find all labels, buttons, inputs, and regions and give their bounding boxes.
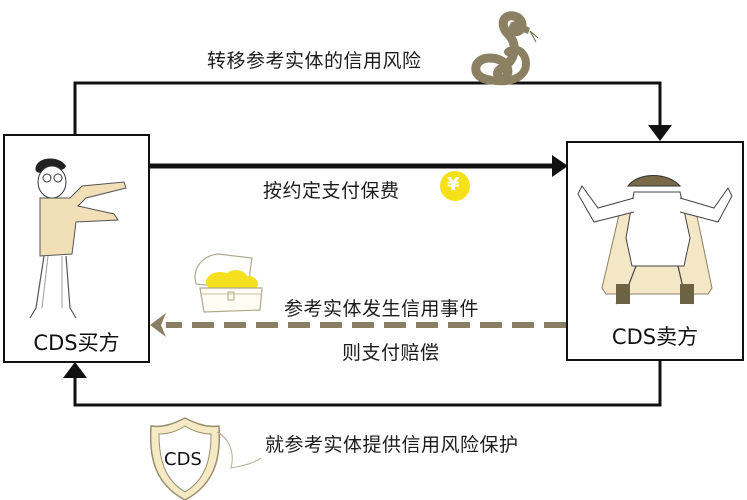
snake-icon bbox=[471, 11, 539, 86]
treasure-chest-icon bbox=[194, 253, 263, 313]
shield-text: CDS bbox=[164, 449, 202, 470]
seller-label: CDS卖方 bbox=[611, 325, 699, 349]
protection-label: 就参考实体提供信用风险保护 bbox=[265, 434, 519, 456]
seller-illustration bbox=[577, 175, 733, 305]
premium-arrow bbox=[148, 155, 568, 177]
compensation-label-line2: 则支付赔偿 bbox=[342, 342, 440, 364]
buyer-node: CDS买方 bbox=[3, 134, 150, 363]
buyer-label: CDS买方 bbox=[33, 331, 120, 355]
premium-label: 按约定支付保费 bbox=[263, 180, 400, 202]
yen-symbol: ¥ bbox=[447, 174, 460, 195]
yen-coin-icon bbox=[440, 171, 470, 201]
protection-arrow bbox=[63, 360, 662, 407]
risk-transfer-label: 转移参考实体的信用风险 bbox=[207, 50, 422, 72]
cds-shield-icon bbox=[149, 417, 262, 500]
compensation-arrow bbox=[150, 313, 566, 337]
seller-node: CDS卖方 bbox=[566, 141, 744, 361]
risk-transfer-arrow bbox=[73, 81, 672, 141]
compensation-label-line1: 参考实体发生信用事件 bbox=[284, 298, 480, 320]
buyer-illustration bbox=[29, 158, 127, 319]
